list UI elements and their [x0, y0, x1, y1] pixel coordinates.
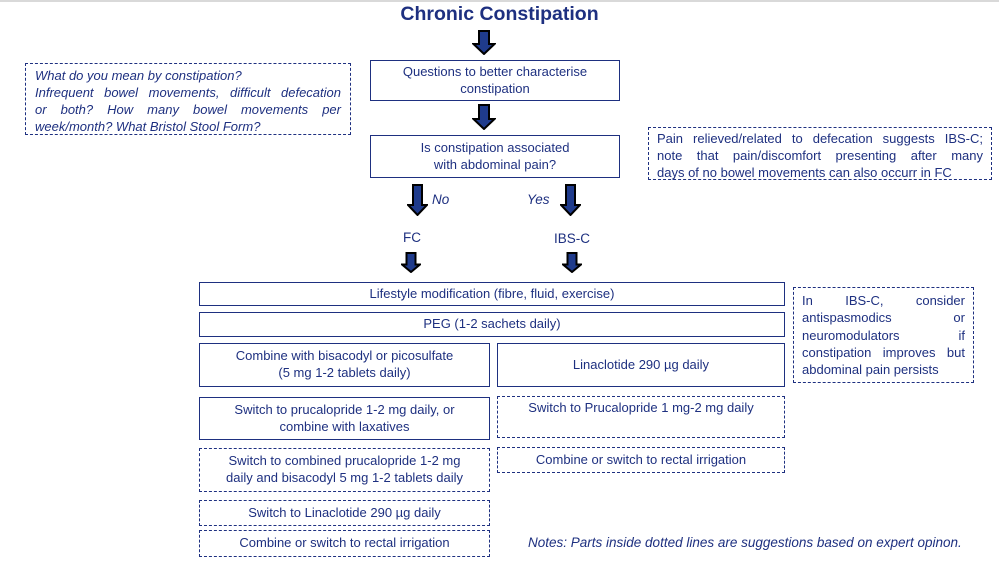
text-line: Switch to Prucalopride 1 mg-2 mg daily	[528, 400, 754, 415]
ibsc-label: IBS-C	[553, 231, 590, 246]
text-line: Combine with bisacodyl or picosulfate	[235, 348, 454, 364]
down-arrow-icon	[560, 184, 581, 216]
text-line: antispasmodics or	[802, 310, 965, 326]
text-line: Infrequent bowel movements, difficult de…	[35, 84, 341, 100]
text-line: daily and bisacodyl 5 mg 1-2 tablets dai…	[225, 470, 464, 485]
text-line: neuromodulators if	[802, 327, 965, 343]
text-line: combine with laxatives	[279, 418, 410, 434]
text-line: week/month? What Bristol Stool Form?	[35, 118, 261, 134]
text-line: Is constipation associated	[420, 139, 570, 155]
text-line: Switch to prucalopride 1-2 mg daily, or	[234, 401, 455, 417]
text-line: days of no bowel movements can also occu…	[657, 164, 952, 180]
text-line: constipation improves but	[802, 344, 965, 360]
text-line: Pain relieved/related to defecation sugg…	[657, 131, 983, 146]
text-line: Lifestyle modification (fibre, fluid, ex…	[369, 285, 615, 301]
text-line: (5 mg 1-2 tablets daily)	[278, 365, 411, 380]
ibsc-step-linaclotide-box: Linaclotide 290 µg daily	[497, 343, 785, 387]
text-line: note that pain/discomfort presenting aft…	[657, 147, 983, 163]
down-arrow-icon	[401, 252, 421, 273]
down-arrow-icon	[472, 104, 496, 130]
branch-yes-label: Yes	[527, 192, 550, 207]
page-title: Chronic Constipation	[400, 3, 599, 25]
fc-label: FC	[403, 230, 421, 245]
fc-step-rectal-irrigation-box: Combine or switch to rectal irrigation	[199, 530, 490, 557]
branch-no-label: No	[432, 192, 450, 207]
peg-box: PEG (1-2 sachets daily)	[199, 312, 785, 337]
text-line: Switch to combined prucalopride 1-2 mg	[228, 453, 461, 469]
lifestyle-modification-box: Lifestyle modification (fibre, fluid, ex…	[199, 282, 785, 306]
text-line: Combine or switch to rectal irrigation	[535, 451, 747, 467]
text-line: Switch to Linaclotide 290 µg daily	[248, 504, 441, 520]
text-line: Questions to better characterise	[402, 63, 588, 79]
top-divider	[0, 0, 999, 2]
down-arrow-icon	[407, 184, 428, 216]
text-line: What do you mean by constipation?	[35, 68, 242, 83]
text-line: with abdominal pain?	[433, 156, 557, 172]
ibsc-step-prucalopride-box: Switch to Prucalopride 1 mg-2 mg daily	[497, 396, 785, 438]
text-line: abdominal pain persists	[802, 362, 939, 378]
pain-defecation-note: Pain relieved/related to defecation sugg…	[648, 127, 992, 180]
define-constipation-note: What do you mean by constipation?Infrequ…	[25, 63, 351, 135]
text-line: Linaclotide 290 µg daily	[572, 356, 710, 372]
down-arrow-icon	[562, 252, 582, 273]
fc-step-linaclotide-box: Switch to Linaclotide 290 µg daily	[199, 500, 490, 526]
text-line: Combine or switch to rectal irrigation	[239, 535, 450, 551]
down-arrow-icon	[472, 30, 496, 55]
text-line: PEG (1-2 sachets daily)	[423, 316, 561, 332]
ibsc-step-rectal-irrigation-box: Combine or switch to rectal irrigation	[497, 447, 785, 473]
fc-step-bisacodyl-box: Combine with bisacodyl or picosulfate(5 …	[199, 343, 490, 387]
footnote: Notes: Parts inside dotted lines are sug…	[528, 535, 962, 550]
text-line: constipation	[460, 80, 530, 96]
text-line: In IBS-C, consider	[802, 293, 965, 308]
text-line: or both? How many bowel movements per	[35, 101, 341, 117]
